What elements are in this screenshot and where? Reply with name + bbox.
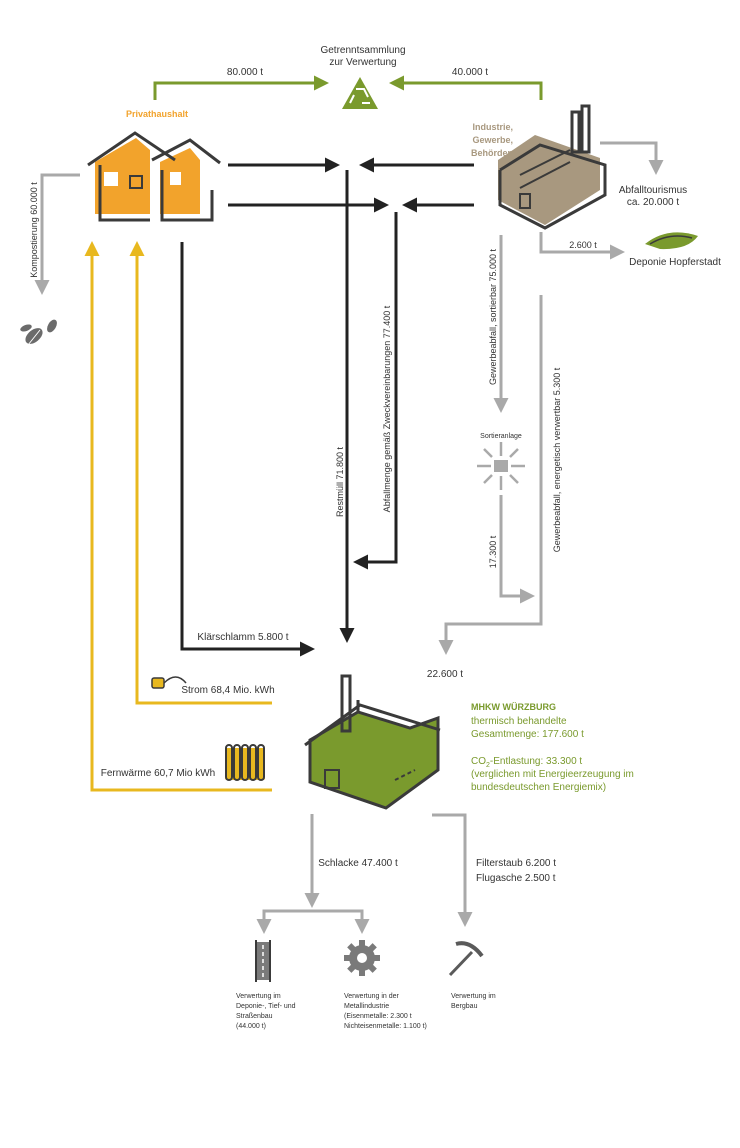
output-road-label: Verwertung im Deponie-, Tief- und Straße… <box>236 993 296 1030</box>
recycling-title-1: Getrenntsammlung <box>320 45 405 56</box>
output-metal-line-4: Nichteisenmetalle: 1.100 t) <box>344 1023 427 1030</box>
flow-label-klaerschlamm: Klärschlamm 5.800 t <box>197 632 288 643</box>
road-icon <box>255 940 271 982</box>
flow-fernwaerme <box>84 241 272 792</box>
output-mining-line-1: Verwertung im <box>451 993 496 1000</box>
gear-icon <box>344 940 380 976</box>
flow-strom <box>129 241 272 705</box>
flow-households-recycling <box>153 75 329 100</box>
households-label: Privathaushalt <box>126 109 188 119</box>
output-road-line-1: Verwertung im <box>236 993 281 1000</box>
factory-icon <box>498 104 607 230</box>
flow-tourism <box>600 141 664 175</box>
flow-gewerbe-energetisch <box>438 295 543 655</box>
flow-klaerschlamm <box>180 242 315 657</box>
output-road-line-3: Straßenbau <box>236 1013 273 1020</box>
flow-label-kompostierung: Kompostierung 60.000 t <box>29 182 39 278</box>
flow-industry-recycling <box>389 75 543 100</box>
radiator-icon <box>225 744 265 781</box>
flow-label-combined: 22.600 t <box>427 669 463 680</box>
mhkw-co2: CO2-Entlastung: 33.300 t <box>471 756 582 769</box>
output-metal-line-3: (Eisenmetalle: 2.300 t <box>344 1013 412 1020</box>
flow-label-landfill: 2.600 t <box>569 240 597 250</box>
flow-label-filterstaub: Filterstaub 6.200 t <box>476 858 556 869</box>
mhkw-co2-suffix: -Entlastung: 33.300 t <box>490 756 583 767</box>
sorting-label: Sortieranlage <box>480 433 522 440</box>
recycling-title-2: zur Verwertung <box>329 57 396 68</box>
landfill-label: Deponie Hopferstadt <box>629 257 721 268</box>
flow-label-households-recycling: 80.000 t <box>227 67 263 78</box>
flow-label-sort-out: 17.300 t <box>488 535 498 568</box>
tourism-label-1: Abfalltourismus <box>619 185 687 196</box>
sorting-icon <box>477 442 525 490</box>
mhkw-title: MHKW WÜRZBURG <box>471 702 556 712</box>
flow-landfill <box>539 232 625 260</box>
industry-label-3: Behörden <box>471 148 513 158</box>
flow-label-gewerbe-energetisch: Gewerbeabfall, energetisch verwertbar 5.… <box>552 367 562 552</box>
output-metal-line-2: Metallindustrie <box>344 1003 389 1010</box>
flow-schlacke <box>256 814 370 934</box>
mhkw-co2-line2: (verglichen mit Energieerzeugung im <box>471 769 634 780</box>
flow-label-zweckvereinbarungen: Abfallmenge gemäß Zweckvereinbarungen 77… <box>382 305 392 512</box>
output-metal-line-1: Verwertung in der <box>344 993 400 1000</box>
mhkw-line2: Gesamtmenge: 177.600 t <box>471 729 584 740</box>
flow-label-industry-recycling: 40.000 t <box>452 67 488 78</box>
mhkw-co2-line3: bundesdeutschen Energiemix) <box>471 782 606 793</box>
industry-label-1: Industrie, <box>472 122 513 132</box>
plug-icon <box>151 676 187 689</box>
mhkw-line1: thermisch behandelte <box>471 716 567 727</box>
output-road-line-2: Deponie-, Tief- und <box>236 1003 296 1010</box>
mhkw-co2-prefix: CO <box>471 756 486 767</box>
recycling-icon <box>342 77 378 109</box>
output-mining-line-2: Bergbau <box>451 1003 478 1010</box>
output-metal-label: Verwertung in der Metallindustrie (Eisen… <box>344 993 427 1030</box>
fernwaerme-label: Fernwärme 60,7 Mio kWh <box>101 768 215 779</box>
landfill-icon <box>645 232 698 250</box>
output-road-line-4: (44.000 t) <box>236 1023 266 1030</box>
pickaxe-icon <box>448 941 484 977</box>
flow-sort-out <box>499 495 535 604</box>
leaves-icon <box>20 319 57 346</box>
flow-label-schlacke: Schlacke 47.400 t <box>318 858 398 869</box>
flow-label-gewerbe-sortierbar: Gewerbeabfall, sortierbar 75.000 t <box>488 248 498 385</box>
flow-label-flugasche: Flugasche 2.500 t <box>476 873 556 884</box>
houses-icon <box>87 131 221 222</box>
output-mining-label: Verwertung im Bergbau <box>451 993 496 1010</box>
mhkw-co2-sub: 2 <box>486 762 490 769</box>
mhkw-plant-icon <box>304 674 441 810</box>
industry-label-2: Gewerbe, <box>472 135 513 145</box>
flow-kompostierung <box>34 173 80 295</box>
flow-label-restmuell: Restmüll 71.800 t <box>335 446 345 517</box>
tourism-label-2: ca. 20.000 t <box>627 197 679 208</box>
flow-zweckvereinbarungen <box>353 212 398 570</box>
strom-label: Strom 68,4 Mio. kWh <box>181 685 274 696</box>
flow-filterstaub <box>432 813 473 927</box>
